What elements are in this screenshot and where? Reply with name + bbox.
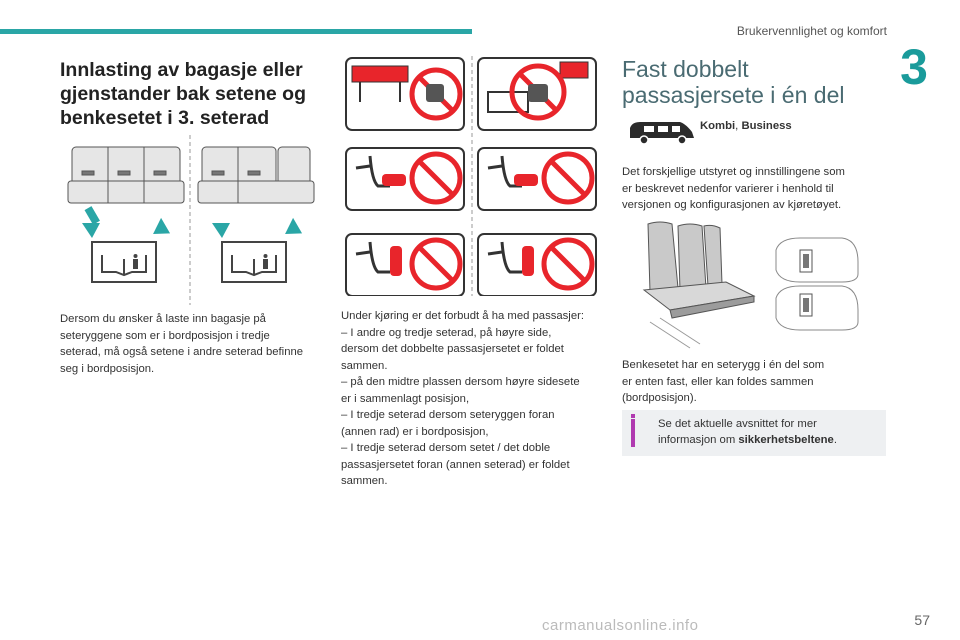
section-header: Brukervennlighet og komfort <box>736 24 887 38</box>
car-topview-drawing <box>775 237 859 331</box>
manual-book-icon <box>91 241 157 283</box>
chapter-number: 3 <box>900 39 928 95</box>
page-number: 57 <box>914 612 930 628</box>
pictogram-folded-seat-1 <box>345 147 465 211</box>
info-icon-bar <box>631 419 635 447</box>
prohibition-pictograms <box>342 56 602 297</box>
manual-book-icon-2 <box>221 241 287 283</box>
seatbelt-link-text: sikkerhetsbeltene <box>738 434 834 446</box>
bench-seat-left <box>67 146 185 204</box>
seat-fold-drawing <box>67 135 315 305</box>
bench-seat-right <box>197 146 315 204</box>
watermark: carmanualsonline.info <box>542 617 699 634</box>
info-note-text: Se det aktuelle avsnittet for mer inform… <box>658 418 837 446</box>
info-note: Se det aktuelle avsnittet for mer inform… <box>622 410 886 456</box>
arrows <box>82 206 303 238</box>
middle-paragraph: Under kjøring er det forbudt å ha med pa… <box>341 310 585 487</box>
vehicle-label-kombi: Kombi <box>700 120 736 132</box>
left-paragraph: Dersom du ønsker å laste inn bagasje på … <box>60 313 304 375</box>
seat-fold-illustration <box>60 135 325 305</box>
bench-seat-illustration <box>630 218 870 356</box>
vehicle-label-business: Business <box>741 120 792 132</box>
left-title: Innlasting av bagasje eller gjenstander … <box>60 59 306 129</box>
van-icon <box>626 118 698 146</box>
vehicle-separator: , <box>735 120 742 132</box>
pictogram-folded-seat-2 <box>477 147 597 211</box>
prohibition-grid <box>345 56 597 297</box>
header-accent-bar <box>0 29 472 34</box>
right-title: Fast dobbelt passasjersete i én del <box>622 56 845 108</box>
pictogram-upright-seat-1 <box>345 233 465 297</box>
bench-seat-drawing <box>642 221 756 349</box>
info-icon <box>631 414 635 418</box>
right-paragraph-2: Benkesetet har en seterygg i én del som … <box>622 359 825 404</box>
pictogram-upright-seat-2 <box>477 233 597 297</box>
pictogram-table-seat-right <box>477 57 597 131</box>
right-paragraph-1: Det forskjellige utstyret og innstilling… <box>622 166 845 211</box>
vehicle-versions: Kombi, Business <box>700 120 792 132</box>
pictogram-table-seat-left <box>345 57 465 131</box>
